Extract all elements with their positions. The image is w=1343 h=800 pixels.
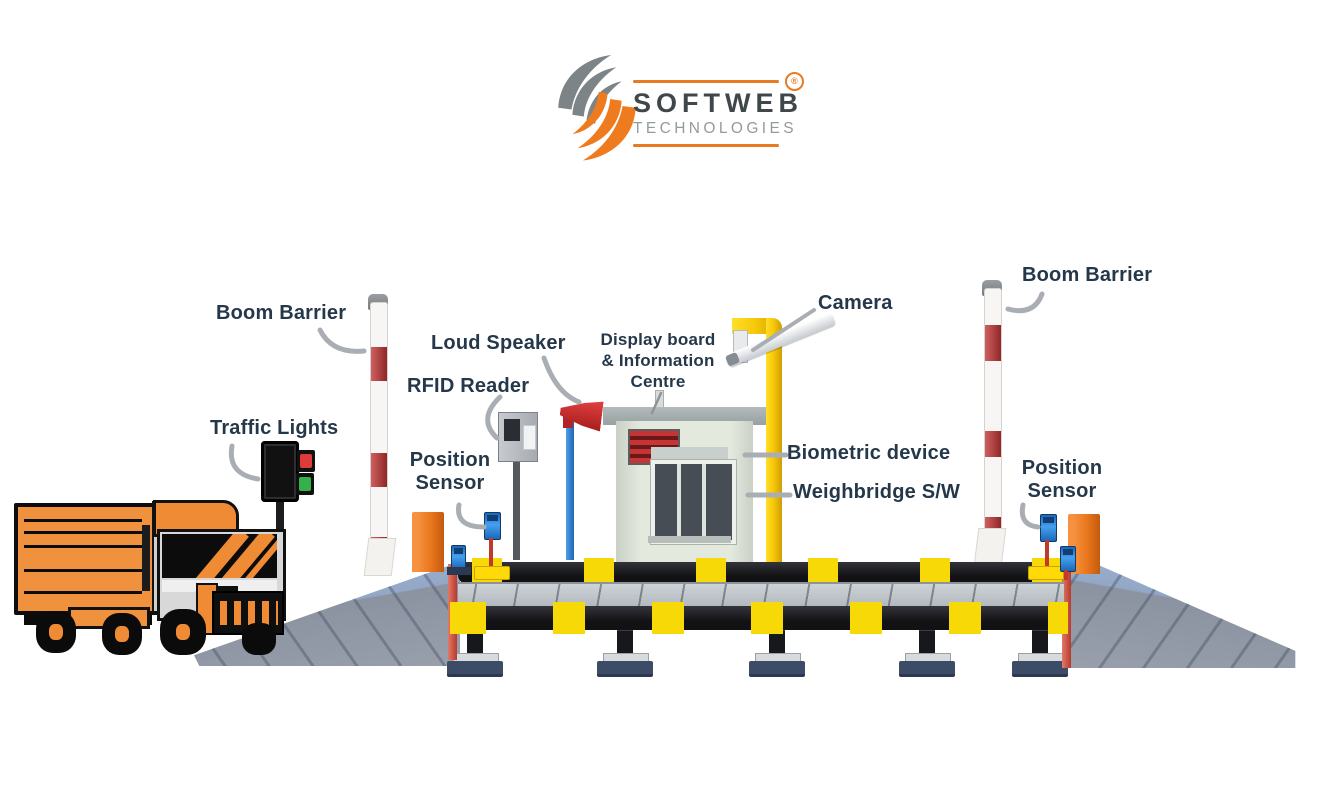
load-cell — [749, 628, 805, 677]
label-traffic-lights: Traffic Lights — [210, 417, 339, 439]
leader-camera — [751, 308, 816, 352]
grille-slats — [220, 601, 278, 625]
load-cell-base — [597, 661, 653, 677]
leader-loud-speaker — [541, 355, 582, 405]
load-cell-base — [447, 661, 503, 677]
left-barrier-housing — [412, 512, 444, 572]
truck-wheel — [242, 623, 276, 655]
label-line: Sensor — [1027, 480, 1097, 502]
load-cell — [447, 628, 503, 677]
beam-yellow-markings — [450, 602, 1068, 634]
traffic-light-red-lamp — [297, 450, 315, 472]
label-boom-barrier-right: Boom Barrier — [1022, 264, 1153, 286]
label-line: Centre — [630, 372, 686, 391]
barrier-red-stripe — [371, 347, 387, 381]
rfid-reader-pole — [513, 460, 520, 560]
label-line: Display board — [600, 330, 716, 349]
cabin-window — [651, 460, 736, 544]
platform-bottom-beam — [450, 602, 1068, 634]
load-cell-base — [899, 661, 955, 677]
position-sensor-right-base — [1028, 566, 1064, 580]
aux-sensor-right — [1060, 546, 1076, 572]
registered-trademark-icon: ® — [785, 72, 804, 91]
barrier-red-stripe — [371, 453, 387, 487]
truck-wheel — [102, 613, 142, 655]
cabin-window-sill — [648, 536, 731, 543]
logo-rule-top — [633, 80, 779, 83]
cab-windshield — [162, 534, 277, 578]
label-line: Sensor — [415, 472, 485, 494]
rfid-card-slot — [523, 425, 536, 450]
leader-display-board — [650, 391, 663, 415]
camera-pole — [766, 318, 782, 562]
truck-graphic — [10, 485, 302, 660]
label-camera: Camera — [818, 292, 893, 314]
truck-wheel — [36, 611, 76, 653]
position-sensor-right — [1040, 514, 1057, 542]
window-mullion — [677, 464, 681, 540]
green-light-icon — [299, 477, 311, 491]
load-cell — [597, 628, 653, 677]
leader-boom-barrier-right — [1005, 291, 1045, 314]
logo-brand-name: SOFTWEB — [633, 88, 803, 118]
traffic-light-head — [261, 441, 299, 502]
load-cell — [899, 628, 955, 677]
aux-sensor-left-base — [447, 567, 471, 575]
label-boom-barrier-left: Boom Barrier — [216, 302, 347, 324]
load-cell-base — [1012, 661, 1068, 677]
leader-rfid-reader — [485, 394, 503, 441]
position-sensor-left-pole — [489, 538, 493, 568]
label-weighbridge-sw: Weighbridge S/W — [793, 481, 961, 503]
cargo-box-slot — [142, 525, 150, 591]
position-sensor-left-base — [474, 566, 510, 580]
logo-rule-bottom — [633, 144, 779, 147]
label-line: & Information — [601, 351, 715, 370]
softweb-logo-swoosh-icon — [558, 54, 636, 161]
label-position-sensor-right: Position Sensor — [1016, 457, 1108, 503]
position-sensor-right-pole — [1045, 540, 1049, 568]
red-light-icon — [300, 454, 312, 468]
label-biometric-device: Biometric device — [787, 442, 951, 464]
softweb-logo: SOFTWEB TECHNOLOGIES ® — [553, 48, 813, 168]
loud-speaker-bracket — [563, 415, 573, 428]
traffic-light-green-lamp — [296, 473, 314, 495]
barrier-red-stripe — [985, 431, 1001, 457]
label-line: Position — [409, 449, 491, 471]
label-position-sensor-left: Position Sensor — [402, 449, 498, 495]
label-rfid-reader: RFID Reader — [407, 375, 530, 397]
window-mullion — [702, 464, 706, 540]
barrier-red-stripe — [985, 325, 1001, 361]
rfid-screen — [504, 419, 520, 441]
cabin-roof — [603, 407, 770, 423]
truck-wheel — [160, 609, 206, 655]
logo-text-block: SOFTWEB TECHNOLOGIES — [633, 80, 803, 147]
logo-sub-name: TECHNOLOGIES — [633, 120, 797, 137]
leader-position-sensor-left — [456, 502, 487, 530]
leader-traffic-lights — [228, 443, 261, 482]
loud-speaker-pole — [566, 418, 574, 560]
aux-sensor-right-pole — [1064, 570, 1068, 580]
leader-boom-barrier-left — [317, 327, 367, 354]
load-cell-base — [749, 661, 805, 677]
label-loud-speaker: Loud Speaker — [431, 332, 566, 354]
label-line: Position — [1021, 457, 1103, 479]
leader-position-sensor-right — [1019, 502, 1041, 530]
label-display-board: Display board & Information Centre — [594, 329, 722, 392]
